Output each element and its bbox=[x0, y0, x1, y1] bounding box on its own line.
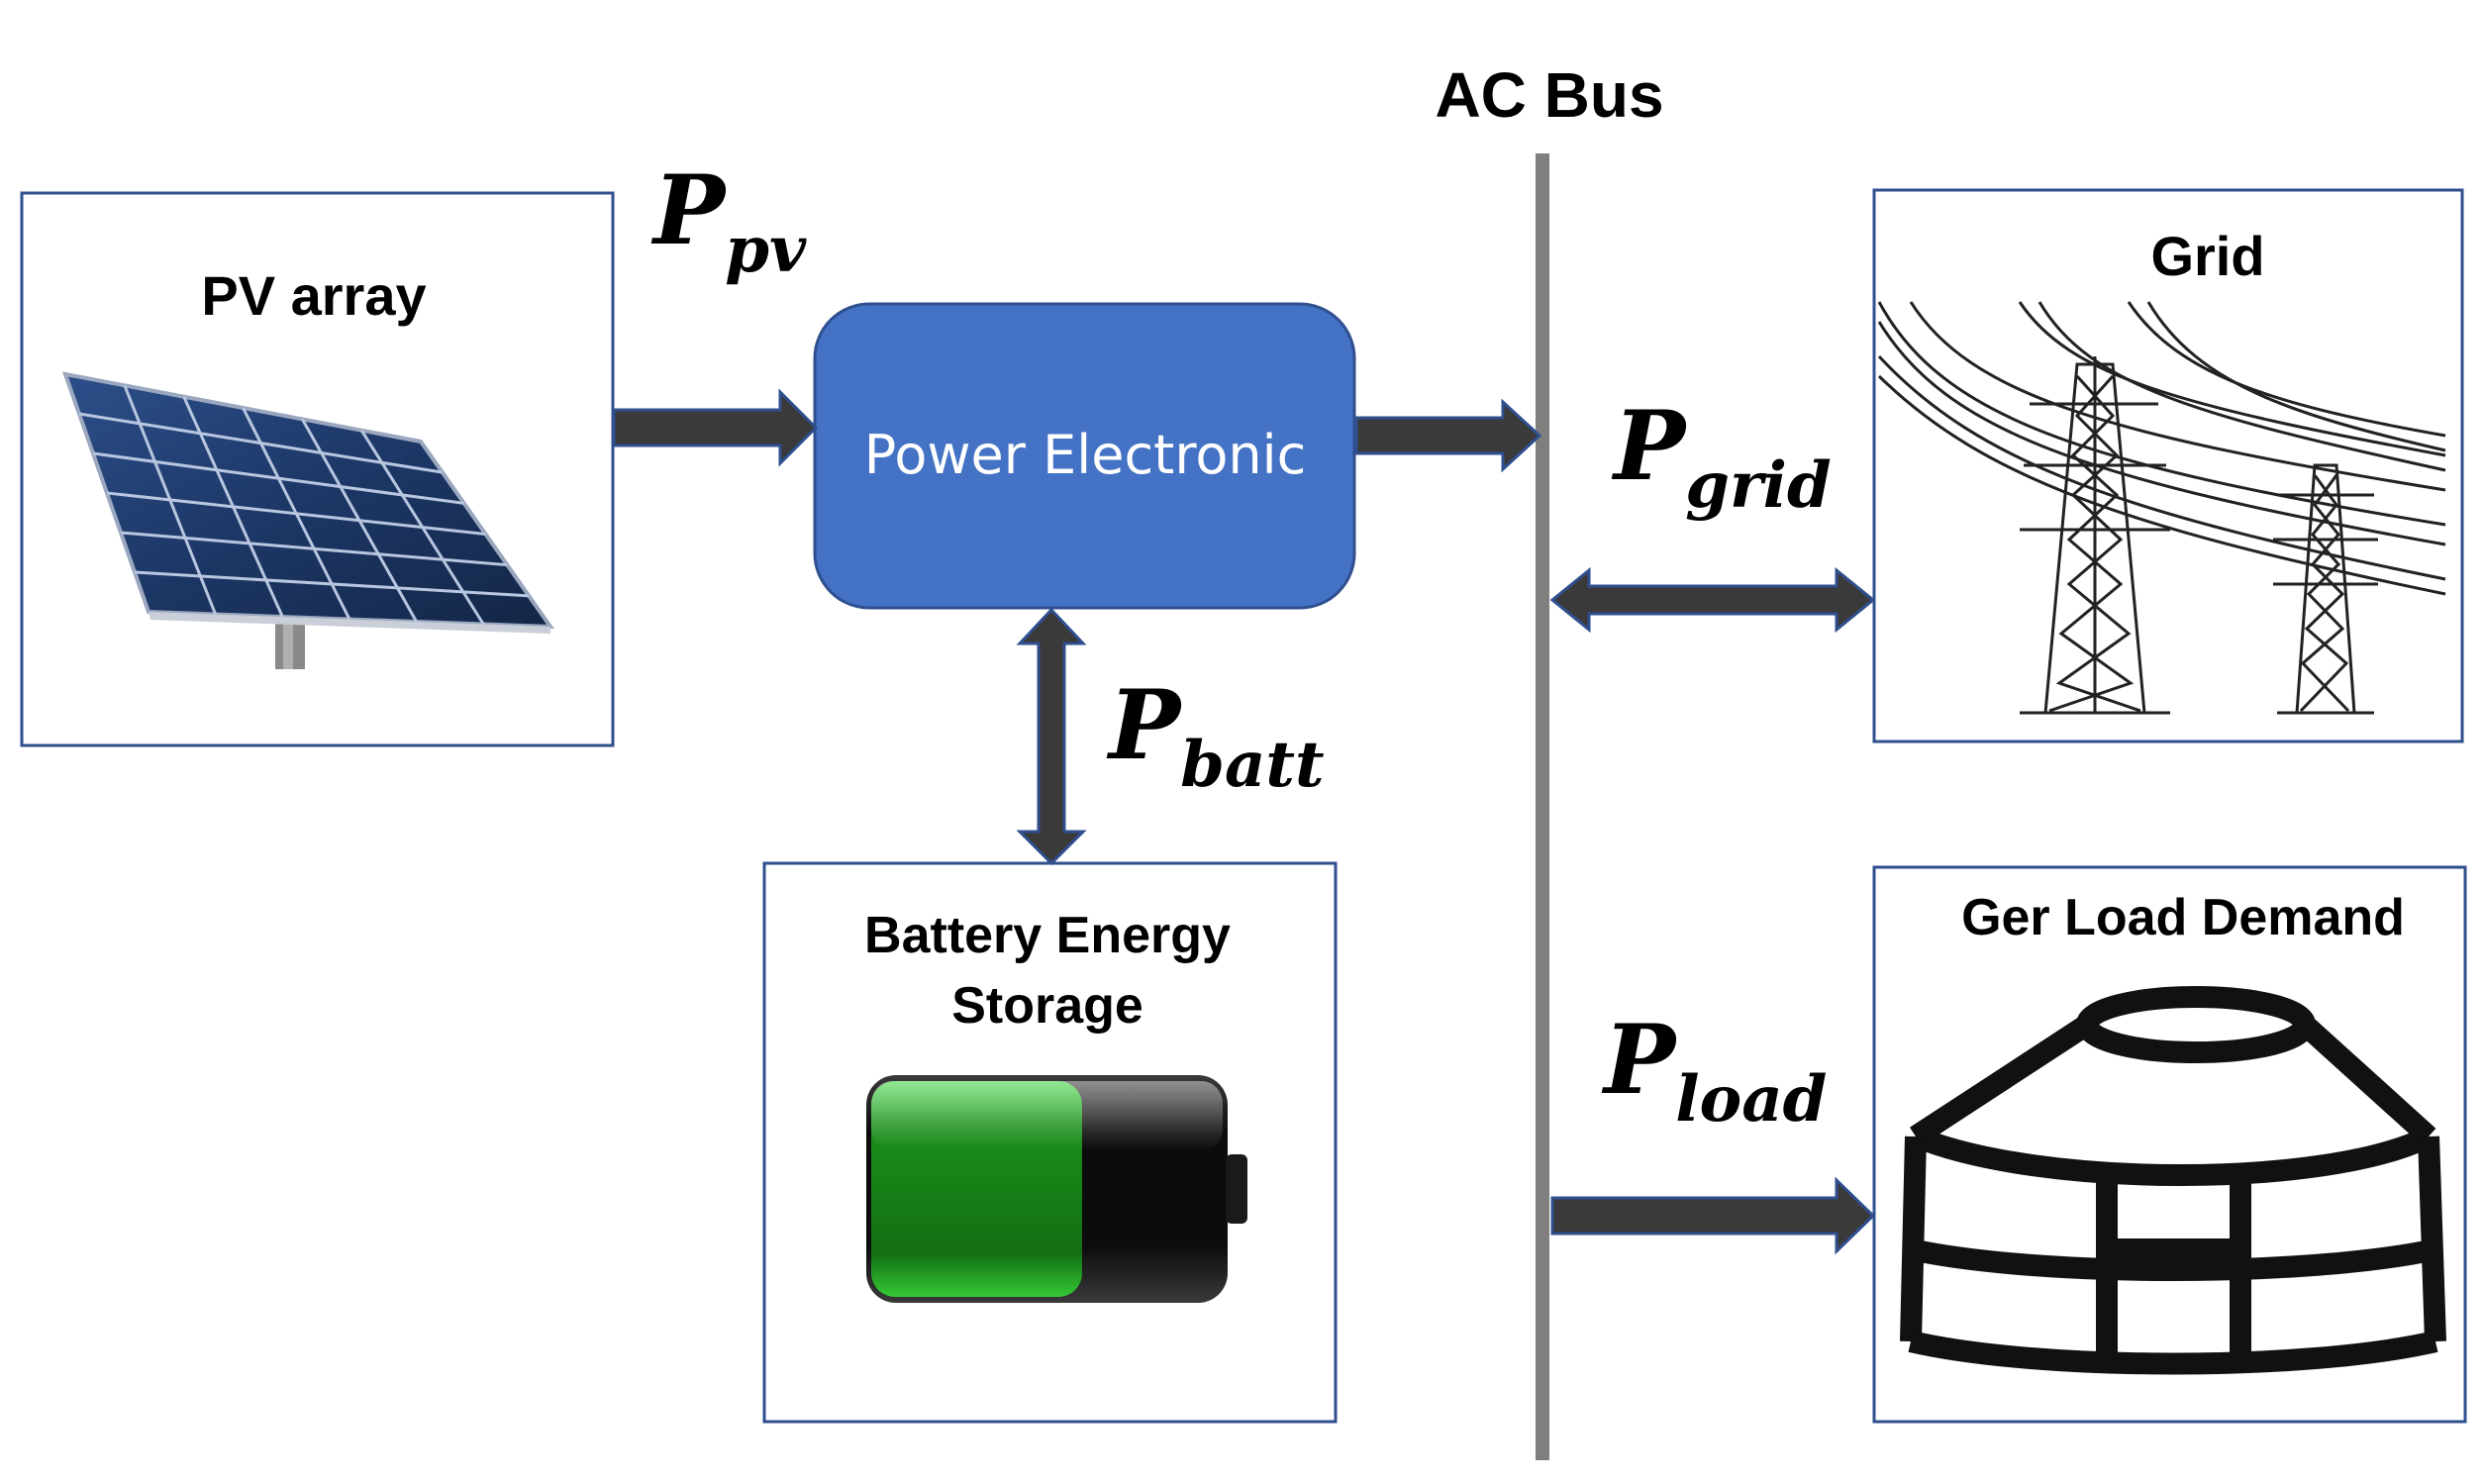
battery-label-line2: Storage bbox=[951, 977, 1143, 1035]
p-pv-subscript: pv bbox=[725, 213, 807, 287]
p-grid-subscript: grid bbox=[1685, 448, 1832, 523]
p-load-symbol: P bbox=[1601, 1004, 1678, 1116]
ac-bus-label: AC Bus bbox=[1435, 59, 1663, 131]
p-grid-symbol: P bbox=[1611, 390, 1688, 502]
power-electronic-node: Power Electronic bbox=[813, 302, 1356, 610]
solar-cell-divider bbox=[106, 491, 486, 536]
load-label: Ger Load Demand bbox=[1961, 889, 2405, 946]
p-batt-symbol: P bbox=[1106, 669, 1183, 781]
p-batt-subscript: batt bbox=[1180, 728, 1324, 802]
p-pv-label: Ppv bbox=[650, 154, 807, 287]
battery-icon bbox=[866, 1075, 1247, 1303]
ac-bus-line bbox=[1536, 153, 1549, 1460]
ger-yurt-icon bbox=[1900, 986, 2446, 1375]
p-grid-label: Pgrid bbox=[1611, 390, 1832, 523]
p-batt-label: Pbatt bbox=[1106, 669, 1325, 802]
battery-node: Battery Energy Storage bbox=[762, 861, 1338, 1424]
solar-cell-divider bbox=[78, 412, 444, 474]
solar-panel-icon bbox=[61, 371, 554, 669]
battery-label-line1: Battery Energy bbox=[864, 907, 1231, 964]
solar-cell-divider bbox=[120, 531, 508, 567]
p-load-label: Pload bbox=[1601, 1004, 1827, 1137]
p-pv-arrow bbox=[612, 388, 819, 467]
p-pv-symbol: P bbox=[650, 154, 728, 266]
p-grid-arrow bbox=[1549, 566, 1876, 634]
grid-label: Grid bbox=[2150, 225, 2264, 287]
power-electronic-label: Power Electronic bbox=[864, 424, 1307, 486]
transmission-tower-icon bbox=[1877, 301, 2446, 715]
solar-cell-divider bbox=[92, 451, 464, 505]
solar-cell-divider bbox=[134, 570, 530, 598]
pv-array-node: PV array bbox=[20, 191, 615, 747]
p-load-arrow bbox=[1550, 1176, 1876, 1255]
p-load-subscript: load bbox=[1675, 1062, 1827, 1137]
pe-to-bus-arrow bbox=[1354, 398, 1542, 473]
grid-node: Grid bbox=[1872, 188, 2464, 743]
pv-array-label: PV array bbox=[201, 264, 426, 327]
load-node: Ger Load Demand bbox=[1872, 865, 2467, 1424]
p-batt-arrow bbox=[1016, 607, 1087, 866]
